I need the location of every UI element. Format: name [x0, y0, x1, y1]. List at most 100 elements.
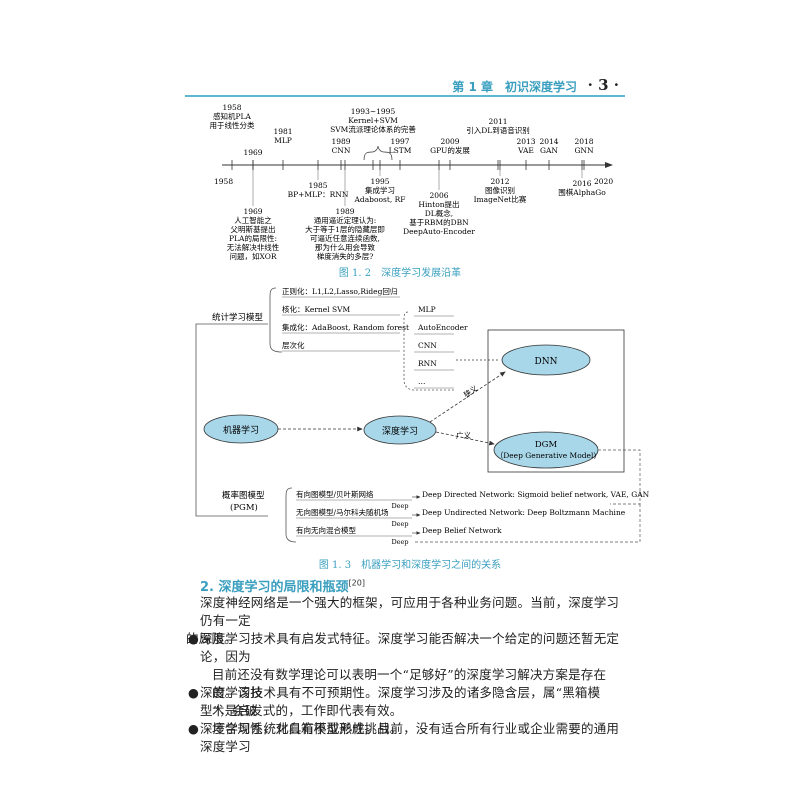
event-year: 2016 — [572, 179, 591, 188]
nn-item: MLP — [418, 305, 436, 314]
section-title: 2. 深度学习的局限和瓶颈 — [200, 580, 349, 595]
dl-label: 深度学习 — [382, 425, 418, 437]
figure-1-2-caption: 图 1. 2 深度学习发展沿革 — [338, 268, 462, 279]
dnn-node — [501, 344, 591, 376]
event-year: 1993~1995 — [351, 107, 396, 116]
stat-item: 正则化：L1,L2,Lasso,Rideg回归 — [282, 286, 397, 296]
dgm-label-line-2: （Deep Generative Model) — [496, 451, 597, 460]
bullet-2-line-2: 坏合规性，对白箱模型形成挑战。 — [212, 721, 403, 736]
page-number: · 3 · — [587, 76, 619, 94]
dnn-label: DNN — [535, 357, 558, 367]
deep-tag: Deep — [391, 538, 408, 546]
event-year: 1989 — [331, 137, 350, 146]
broad-label: 广义 — [456, 430, 471, 440]
event-label: GAN — [540, 146, 558, 155]
event-label: DL概念, — [425, 208, 453, 218]
timeline-event-below: 1989通用逼近定理认为:大于等于1层的隐藏层即可逼近任意连续函数,那为什么用会… — [305, 160, 385, 261]
nn-item: RNN — [418, 359, 437, 368]
event-label: 围棋AlphaGo — [558, 187, 606, 197]
figure-1-3-caption: 图 1. 3 机器学习和深度学习之间的关系 — [318, 560, 502, 571]
bullet-1-line-3: 术是启发式的，工作即代表有效。 — [212, 703, 403, 718]
event-label: 集成学习 — [365, 185, 395, 195]
pgm-right-item: Deep Belief Network — [422, 526, 502, 535]
event-year: 1958 — [222, 103, 241, 112]
event-year: 1969 — [243, 148, 262, 157]
dgm-node — [493, 431, 599, 469]
event-label: Hinton提出 — [418, 199, 459, 209]
section-ref: [20] — [348, 578, 365, 588]
event-label: 用于线性分类 — [210, 120, 255, 130]
stat-models-label: 统计学习模型 — [212, 312, 264, 323]
event-year: 1997 — [390, 137, 409, 146]
chapter-title: 第 1 章 初识深度学习 — [452, 80, 577, 94]
event-label: 引入DL到语音识别 — [466, 125, 530, 135]
event-label: Adaboost, RF — [353, 195, 405, 204]
pgm-left-item: 有向无向混合模型 — [296, 525, 356, 535]
event-label: 无法解决非线性 — [227, 242, 280, 252]
section-heading: 2. 深度学习的局限和瓶颈[20] — [200, 576, 365, 595]
narrow-label: 狭义 — [461, 383, 479, 400]
event-label: SVM流派理论体系的完善 — [330, 124, 416, 134]
event-year: 2013 — [516, 137, 535, 146]
intro-paragraph: 深度神经网络是一个强大的框架，可应用于各种业务问题。当前，深度学习仍有一定 的局… — [186, 594, 626, 648]
event-label: 可逼近任意连续函数, — [310, 233, 380, 243]
event-year: 2012 — [490, 177, 509, 186]
pgm-label-line-2: (PGM) — [230, 502, 258, 513]
event-label: DeepAuto-Encoder — [403, 227, 475, 236]
event-label: 人工智能之 — [234, 215, 272, 225]
event-year: 1981 — [273, 127, 292, 136]
stat-item: 集成化：AdaBoost, Random forest — [282, 322, 409, 332]
dl-box — [487, 329, 625, 473]
event-label: Kernel+SVM — [348, 116, 398, 125]
stat-item: 层次化 — [282, 340, 305, 350]
event-label: 父明斯基提出 — [231, 224, 276, 234]
event-year: 1969 — [243, 207, 262, 216]
pgm-left-item: 有向图模型/贝叶斯网络 — [296, 489, 374, 499]
event-label: LSTM — [389, 146, 412, 155]
pgm-right-item: Deep Directed Network: Sigmoid belief ne… — [422, 490, 650, 499]
nn-item: … — [418, 377, 426, 386]
dl-node — [363, 415, 437, 445]
pgm-label-line-1: 概率图模型 — [222, 490, 265, 501]
bullet-item: ● 深度学习技术具有不可预期性。深度学习涉及的诸多隐含层，属“黑箱模型”，会破 … — [188, 684, 624, 738]
event-label: 问题，如XOR — [229, 251, 276, 261]
pgm-label: 概率图模型 (PGM) — [222, 490, 265, 513]
stat-item: 核化：Kernel SVM — [282, 304, 351, 314]
event-year: 2006 — [429, 191, 448, 200]
deep-tag: Deep — [391, 520, 408, 528]
event-label: CNN — [332, 146, 351, 155]
bullet-1-line-1: 深度学习技术具有启发式特征。深度学习能否解决一个给定的问题还暂无定论，因为 — [200, 631, 620, 664]
event-label: 大于等于1层的隐藏层即 — [305, 224, 385, 234]
event-label: GPU的发展 — [430, 145, 470, 155]
axis-start-label: 1958 — [214, 177, 233, 186]
event-label: 基于RBM的DBN — [409, 217, 469, 227]
pgm-right-item: Deep Undirected Network: Deep Boltzmann … — [422, 508, 626, 517]
event-year: 1989 — [335, 207, 354, 216]
event-year: 1995 — [370, 177, 389, 186]
event-label: ImageNet比赛 — [474, 194, 527, 204]
event-label: PLA的局限性: — [229, 233, 277, 243]
event-label: 梯度消失的多层? — [317, 251, 374, 261]
event-label: GNN — [574, 146, 594, 155]
event-label: 图像识别 — [485, 185, 515, 195]
timeline-event-below: 2006Hinton提出DL概念,基于RBM的DBNDeepAuto-Encod… — [403, 160, 475, 236]
event-label: 感知机PLA — [213, 111, 252, 121]
nn-item: CNN — [418, 341, 437, 350]
bullet-3-line-1: 深度学习系统化具有不成熟性。目前，没有适合所有行业或企业需要的通用深度学习 — [200, 721, 620, 754]
ml-label: 机器学习 — [223, 424, 259, 436]
event-label: MLP — [274, 136, 292, 145]
event-year: 2011 — [488, 117, 507, 126]
